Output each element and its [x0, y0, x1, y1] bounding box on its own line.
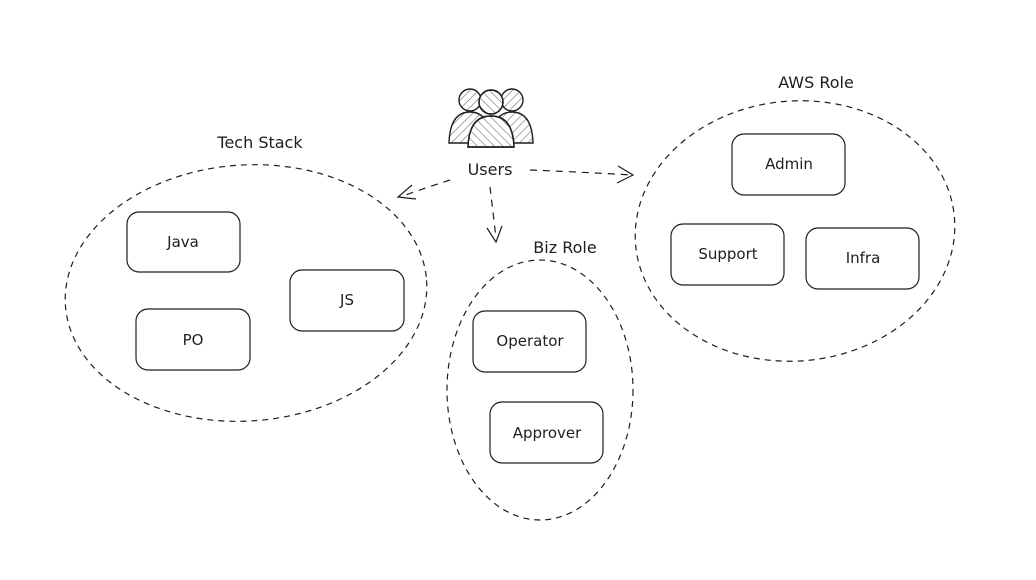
- aws-role-item-label: Admin: [765, 155, 813, 173]
- aws-role-item-label: Support: [698, 245, 757, 263]
- aws-role-label: AWS Role: [778, 73, 854, 92]
- tech-stack-item-label: PO: [183, 331, 204, 349]
- tech-stack-boundary: [64, 164, 428, 422]
- biz-role-boundary: [446, 259, 634, 521]
- aws-role-item-support[interactable]: Support: [670, 223, 785, 286]
- aws-role-boundary: [634, 100, 956, 362]
- arrow-to-biz-role: [486, 186, 503, 244]
- tech-stack-label: Tech Stack: [216, 133, 303, 152]
- tech-stack-item-label: Java: [166, 233, 199, 251]
- users-label: Users: [468, 160, 513, 179]
- aws-role-group: AWS Role Admin Support Infra: [634, 73, 956, 362]
- arrow-to-tech-stack: [396, 179, 451, 200]
- tech-stack-item-java[interactable]: Java: [126, 211, 241, 273]
- biz-role-group: Biz Role Operator Approver: [446, 238, 634, 521]
- biz-role-item-approver[interactable]: Approver: [489, 401, 604, 464]
- biz-role-label: Biz Role: [533, 238, 596, 257]
- aws-role-item-admin[interactable]: Admin: [731, 133, 846, 196]
- biz-role-item-label: Operator: [496, 332, 564, 350]
- biz-role-item-operator[interactable]: Operator: [472, 310, 587, 373]
- tech-stack-group: Tech Stack Java JS PO: [64, 133, 428, 422]
- aws-role-item-label: Infra: [846, 249, 881, 267]
- tech-stack-item-label: JS: [339, 291, 354, 309]
- users-group-icon: [448, 88, 534, 148]
- tech-stack-item-js[interactable]: JS: [289, 269, 405, 332]
- arrow-to-aws-role: [529, 165, 635, 184]
- tech-stack-item-po[interactable]: PO: [135, 308, 251, 371]
- aws-role-item-infra[interactable]: Infra: [805, 227, 920, 290]
- biz-role-item-label: Approver: [513, 424, 582, 442]
